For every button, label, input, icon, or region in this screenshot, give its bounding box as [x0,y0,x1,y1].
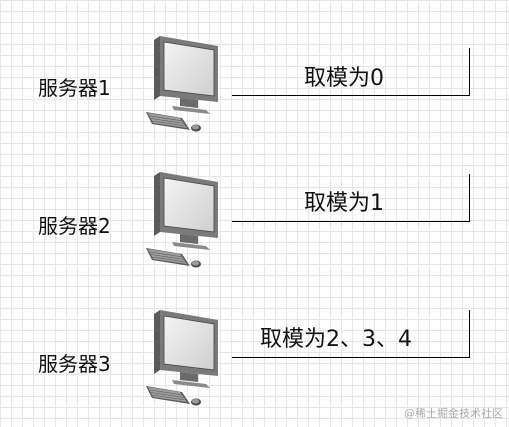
desktop-computer-icon [145,309,219,406]
mod-label-3: 取模为2、3、4 [260,327,412,352]
mod-bracket-1 [232,48,470,96]
server-row-2: 服务器2 取模为1 [0,168,509,288]
desktop-computer-icon [145,171,219,268]
mod-label-2: 取模为1 [304,191,384,216]
server-label-1: 服务器1 [38,76,111,100]
server-row-3: 服务器3 取模为2、3、4 [0,306,509,426]
desktop-computer-icon [145,35,219,132]
server-row-1: 服务器1 取模为0 [0,30,509,150]
mod-label-1: 取模为0 [304,66,384,91]
server-label-3: 服务器3 [38,352,111,376]
watermark: @稀土掘金技术社区 [404,407,503,420]
mod-bracket-3 [232,310,470,358]
mod-bracket-2 [232,174,470,222]
server-label-2: 服务器2 [38,214,111,238]
